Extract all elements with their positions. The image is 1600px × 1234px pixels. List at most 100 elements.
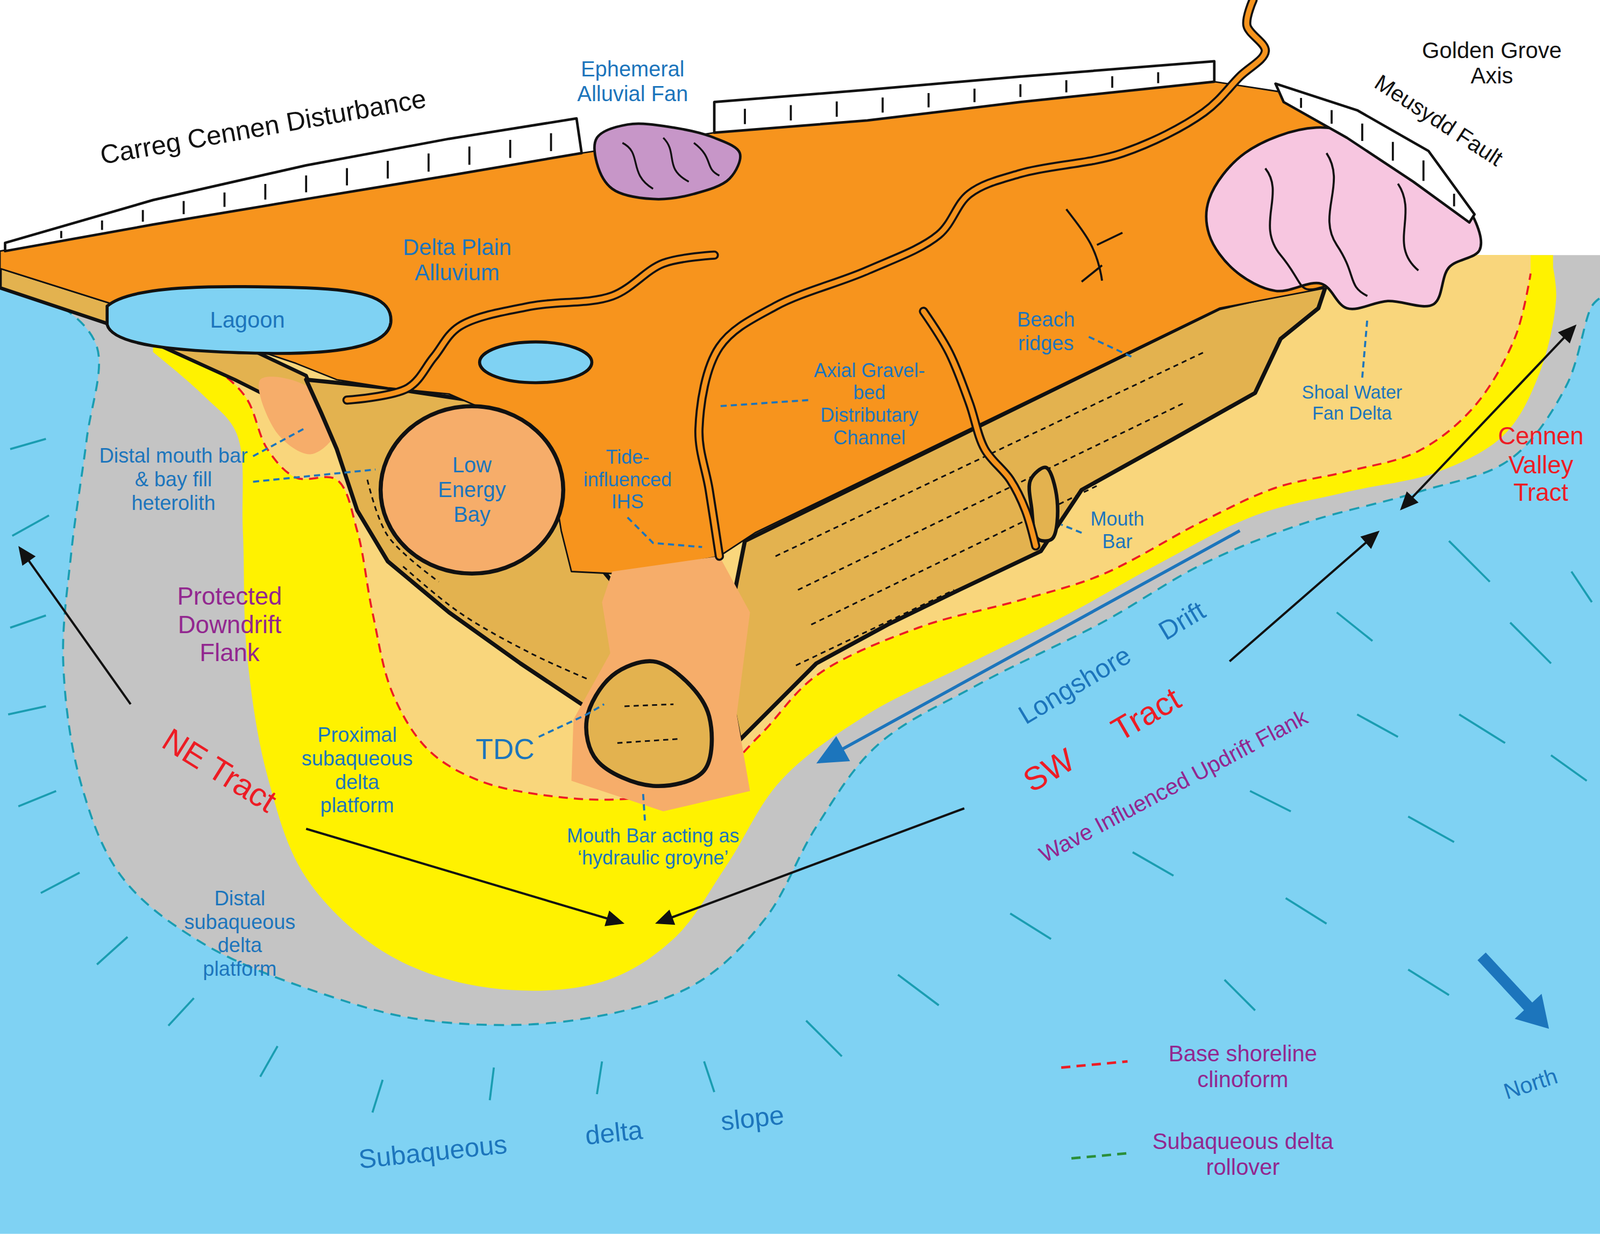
- map-label: Delta Plain Alluvium: [388, 234, 526, 287]
- channel-bed: [346, 254, 715, 400]
- arrow-head: [816, 736, 851, 764]
- arrow-head: [655, 909, 675, 925]
- leader-line: [538, 704, 604, 737]
- region-label: Lagoon: [209, 307, 285, 334]
- map-label: Tide-influenced IHS: [577, 446, 678, 514]
- scarp-tick: [1453, 193, 1456, 206]
- scarp-tick: [141, 209, 145, 222]
- legend-line-sample: [1071, 1153, 1128, 1158]
- scarp-tick: [1422, 160, 1425, 181]
- arrow-head: [1399, 491, 1419, 510]
- scarp-tick: [1299, 97, 1303, 108]
- fan-channel: [622, 143, 653, 189]
- scarp-tick: [101, 220, 104, 231]
- lagoon-region: Lagoon: [102, 283, 394, 358]
- leader-line: [1362, 318, 1368, 378]
- scarp-tick: [881, 97, 884, 113]
- arrow-head: [604, 910, 625, 927]
- legend-text: Base shoreline clinoform: [1140, 1040, 1345, 1093]
- scarp-tick: [60, 230, 63, 238]
- arrow-head: [1514, 993, 1549, 1029]
- scarp-tick: [509, 139, 512, 159]
- slope-hatch: [12, 515, 49, 536]
- scarp-tick: [1361, 123, 1364, 141]
- slope-hatch: [96, 936, 128, 965]
- slope-hatch: [1408, 816, 1454, 842]
- tract-arrow: [837, 530, 1240, 752]
- scarp-tick: [264, 183, 267, 200]
- slope-hatch: [10, 615, 46, 628]
- slope-hatch: [898, 974, 940, 1006]
- slope-hatch: [489, 1067, 495, 1101]
- scarp-tick: [304, 175, 308, 192]
- tract-arrow: [306, 828, 611, 920]
- leader-line: [253, 428, 305, 457]
- slope-hatch: [596, 1061, 602, 1094]
- slope-hatch: [1010, 913, 1051, 939]
- map-label: Proximal subaqueous delta platform: [300, 723, 415, 818]
- fan-channel: [693, 143, 720, 176]
- fault-scarp: [1275, 83, 1475, 223]
- region-label: Low Energy Bay: [430, 452, 515, 527]
- arrow-head: [1360, 530, 1380, 550]
- slope-hatch: [1356, 714, 1398, 737]
- slope-hatch: [1408, 969, 1449, 995]
- map-label: Beach ridges: [1005, 308, 1087, 355]
- scarp-tick: [927, 93, 930, 108]
- map-label: Axial Gravel-bed Distributary Channel: [810, 359, 928, 449]
- slope-hatch: [1249, 790, 1291, 812]
- fan-delta: [1206, 127, 1482, 309]
- arrow-head: [1558, 324, 1577, 344]
- tract-arrow: [1481, 956, 1533, 1011]
- tract-arrow: [1229, 540, 1369, 662]
- scarp-tick: [835, 101, 838, 117]
- channel-bank: [346, 254, 715, 400]
- region-shape: [107, 286, 391, 354]
- beach-ridge: [795, 589, 955, 666]
- beach-ridge: [617, 738, 679, 744]
- scarp-tick: [345, 168, 348, 186]
- slope-hatch: [1336, 612, 1372, 641]
- map-label: Mouth Bar: [1083, 508, 1151, 553]
- map-label: Distal subaqueous delta platform: [182, 886, 298, 981]
- map-label: Mouth Bar acting as ‘hydraulic groyne’: [561, 824, 746, 870]
- leader-line: [719, 400, 809, 407]
- beach-ridge: [624, 704, 674, 707]
- fan-channel: [1397, 183, 1419, 271]
- scarp-tick: [973, 88, 976, 103]
- map-label: Ephemeral Alluvial Fan: [556, 57, 710, 107]
- scarp-tick: [1065, 80, 1068, 93]
- channel-bed: [699, 0, 1266, 557]
- map-label: TDC: [475, 733, 535, 767]
- bay-region: Low Energy Bay: [377, 402, 567, 577]
- scarp-tick: [223, 192, 226, 208]
- lake: [479, 342, 593, 383]
- scarp-tick: [1157, 72, 1160, 83]
- map-label: Shoal Water Fan Delta: [1291, 381, 1413, 425]
- slope-hatch: [1224, 979, 1256, 1011]
- legend-text: Subaqueous delta rollover: [1140, 1128, 1345, 1180]
- tributary: [1097, 232, 1123, 246]
- scarp-tick: [427, 153, 430, 172]
- slope-hatch: [372, 1079, 383, 1113]
- leader-line: [1088, 336, 1133, 358]
- channel-bank: [699, 0, 1266, 557]
- scarp-tick: [1111, 76, 1114, 88]
- slope-hatch: [1551, 755, 1587, 781]
- map-label: Distal mouth bar & bay fill heterolith: [96, 444, 251, 515]
- tract-arrow: [26, 557, 131, 704]
- slope-hatch: [40, 872, 80, 893]
- slope-hatch: [10, 438, 46, 450]
- fan-channel: [1326, 153, 1368, 297]
- slope-hatch: [168, 998, 194, 1026]
- slope-hatch: [18, 790, 56, 806]
- map-label: Golden Grove Axis: [1415, 37, 1569, 90]
- slope-hatch: [1132, 851, 1174, 876]
- slope-hatch: [1571, 571, 1592, 603]
- slope-hatch: [1459, 714, 1505, 743]
- leader-line: [627, 517, 703, 547]
- legend-line-sample: [1061, 1061, 1128, 1068]
- alluvial-fan: [594, 123, 741, 199]
- map-label: Protected Downdrift Flank: [165, 582, 294, 667]
